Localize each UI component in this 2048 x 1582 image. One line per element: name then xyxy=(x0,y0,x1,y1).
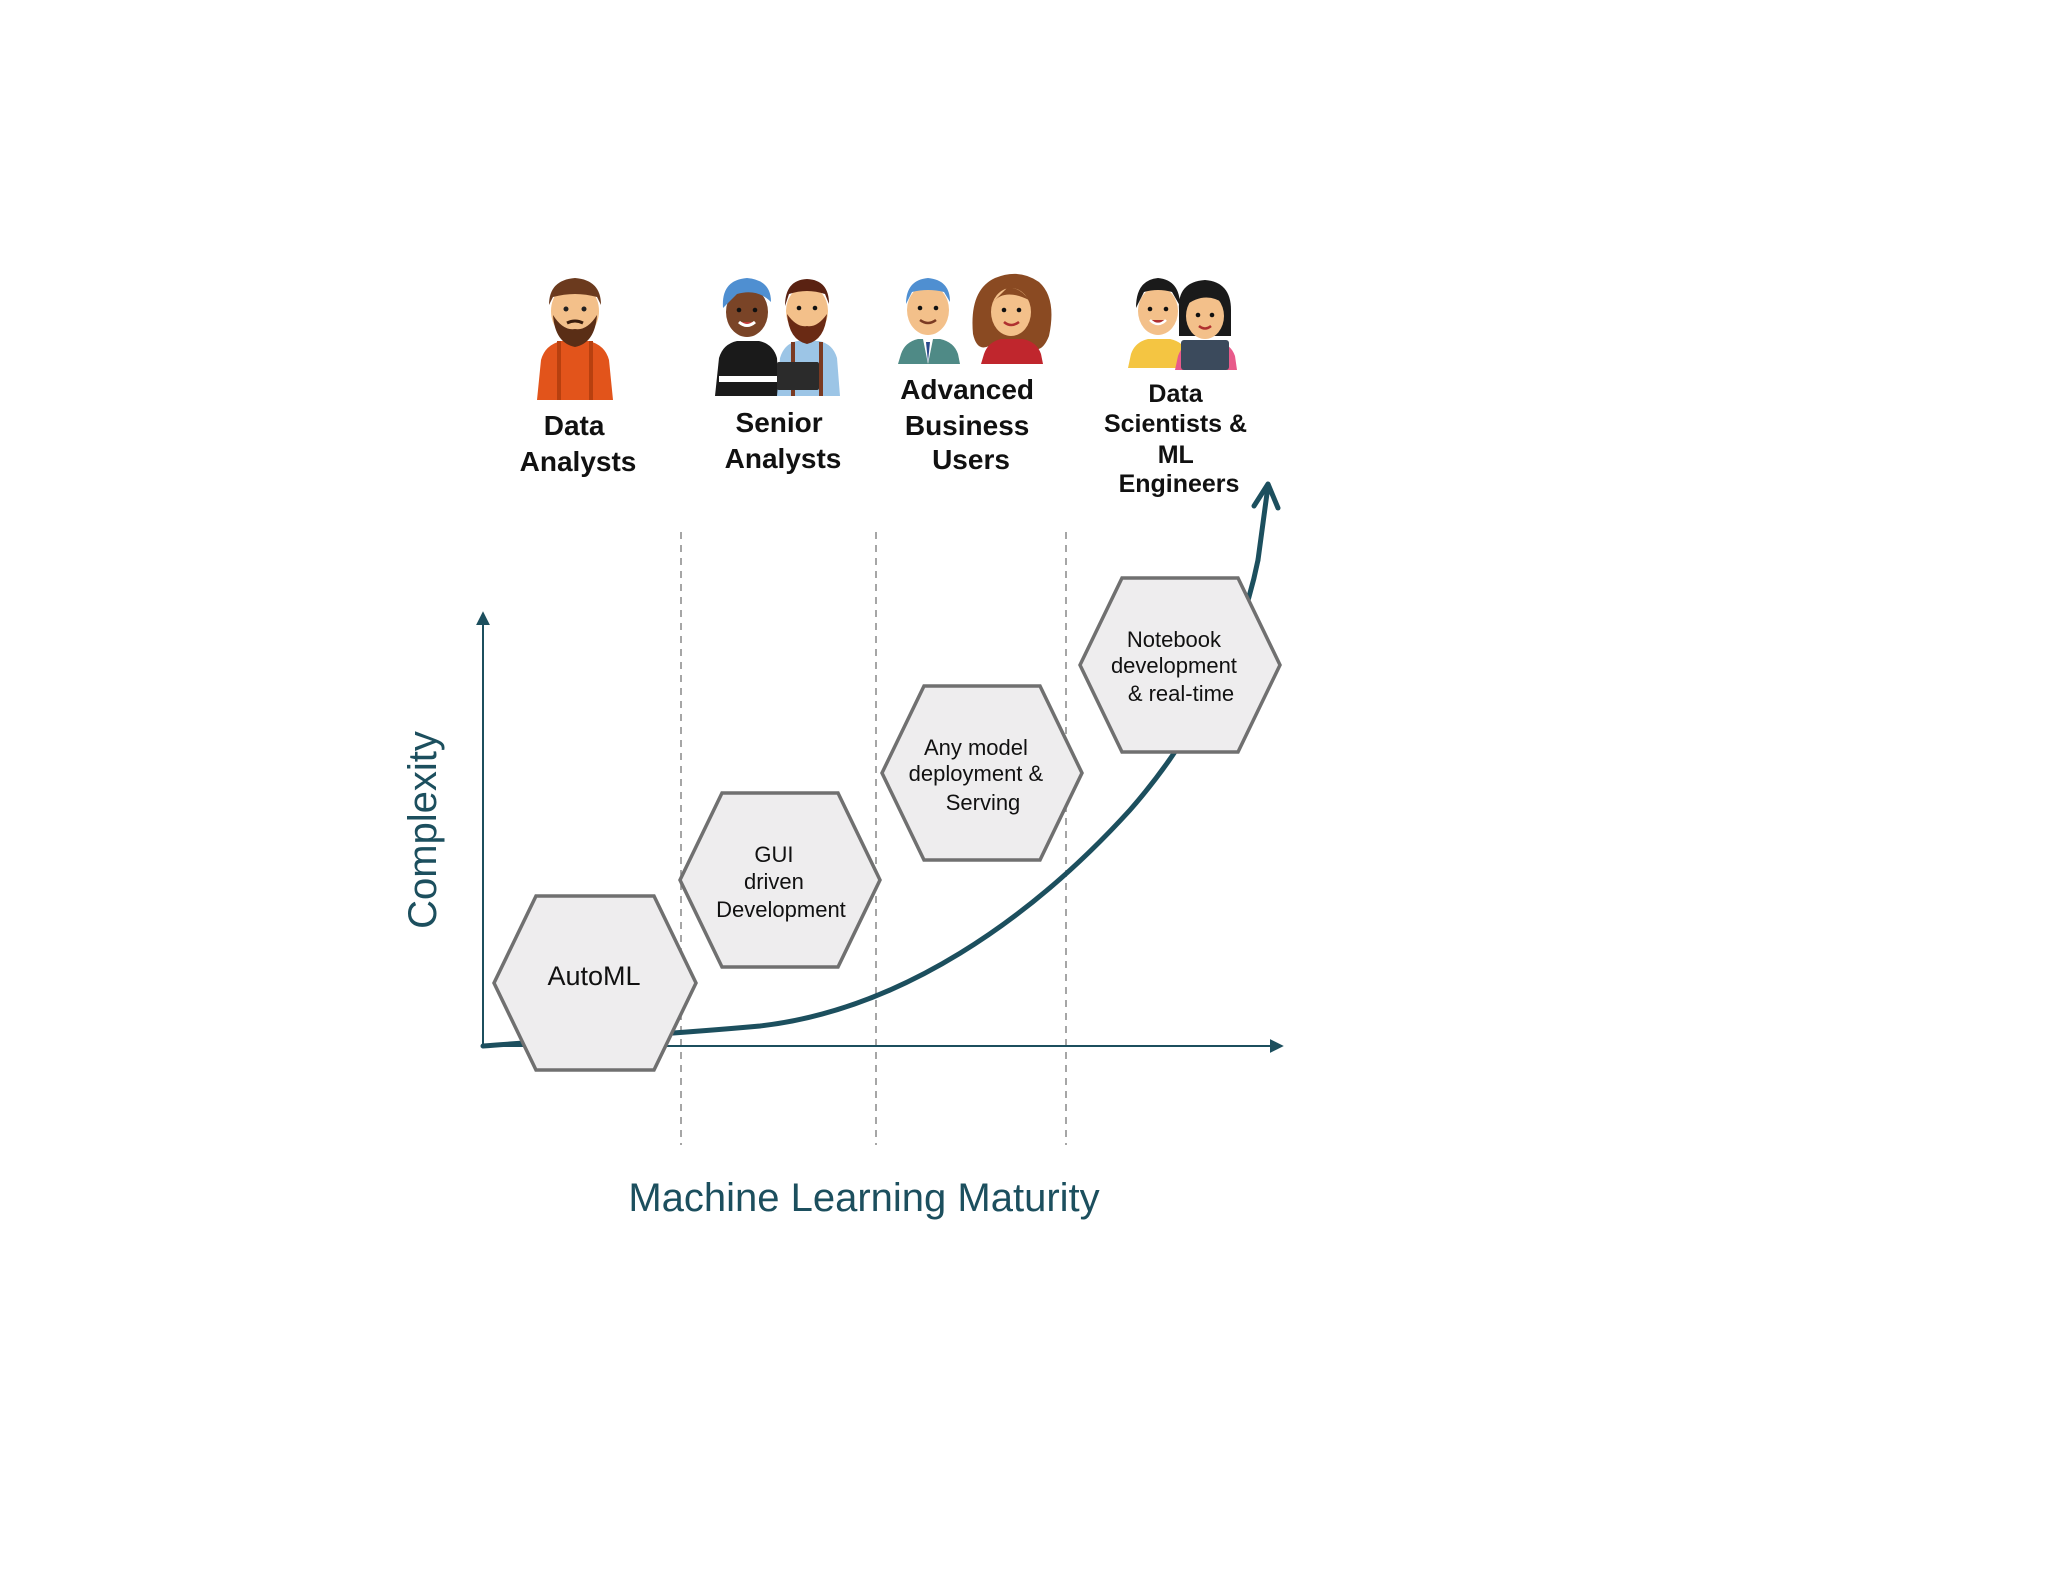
stage-deploy-label: Any model deployment & Serving xyxy=(909,735,1050,815)
personas: Data Analysts xyxy=(520,273,1254,498)
persona-advanced-business-users-label: Advanced Business Users xyxy=(900,374,1042,475)
stage-model-deployment-serving: Any model deployment & Serving xyxy=(880,684,1084,862)
persona-data-scientists-ml-engineers: Data Scientists & ML Engineers xyxy=(1104,278,1254,498)
persona-senior-analysts: Senior Analysts xyxy=(715,278,841,474)
stage-notebook-hex xyxy=(1078,576,1282,754)
stage-hexagons: AutoML GUI driven Development Any model … xyxy=(492,576,1282,1072)
stage-automl-label: AutoML xyxy=(547,961,640,991)
persona-data-scientists-label: Data Scientists & ML Engineers xyxy=(1104,380,1254,498)
stage-gui-hex xyxy=(678,791,882,969)
man-yellow-shirt-icon xyxy=(1128,278,1190,368)
man-suit-icon xyxy=(898,278,960,364)
growth-curve-tip xyxy=(1255,483,1271,563)
bearded-man-orange-apron-icon xyxy=(537,278,613,400)
column-guides xyxy=(680,532,1067,1145)
woman-curly-hair-icon xyxy=(972,273,1052,364)
stage-automl-hex xyxy=(492,894,698,1072)
x-axis-title: Machine Learning Maturity xyxy=(628,1176,1099,1220)
stage-notebook-development: Notebook development & real-time xyxy=(1078,576,1282,754)
persona-data-analysts-label: Data Analysts xyxy=(520,410,637,477)
persona-data-analysts: Data Analysts xyxy=(520,278,637,477)
stage-gui-driven-development: GUI driven Development xyxy=(678,791,882,969)
y-axis-title: Complexity xyxy=(401,731,445,929)
stage-notebook-label: Notebook development & real-time xyxy=(1111,627,1243,706)
persona-advanced-business-users: Advanced Business Users xyxy=(898,273,1052,475)
stage-deploy-hex xyxy=(880,684,1084,862)
stage-automl: AutoML xyxy=(492,894,698,1072)
woman-laptop-icon xyxy=(1175,280,1237,370)
stage-gui-label: GUI driven Development xyxy=(716,842,846,922)
woman-blue-hair-icon xyxy=(715,278,779,396)
bearded-man-laptop-icon xyxy=(777,279,840,396)
persona-senior-analysts-label: Senior Analysts xyxy=(725,407,842,474)
